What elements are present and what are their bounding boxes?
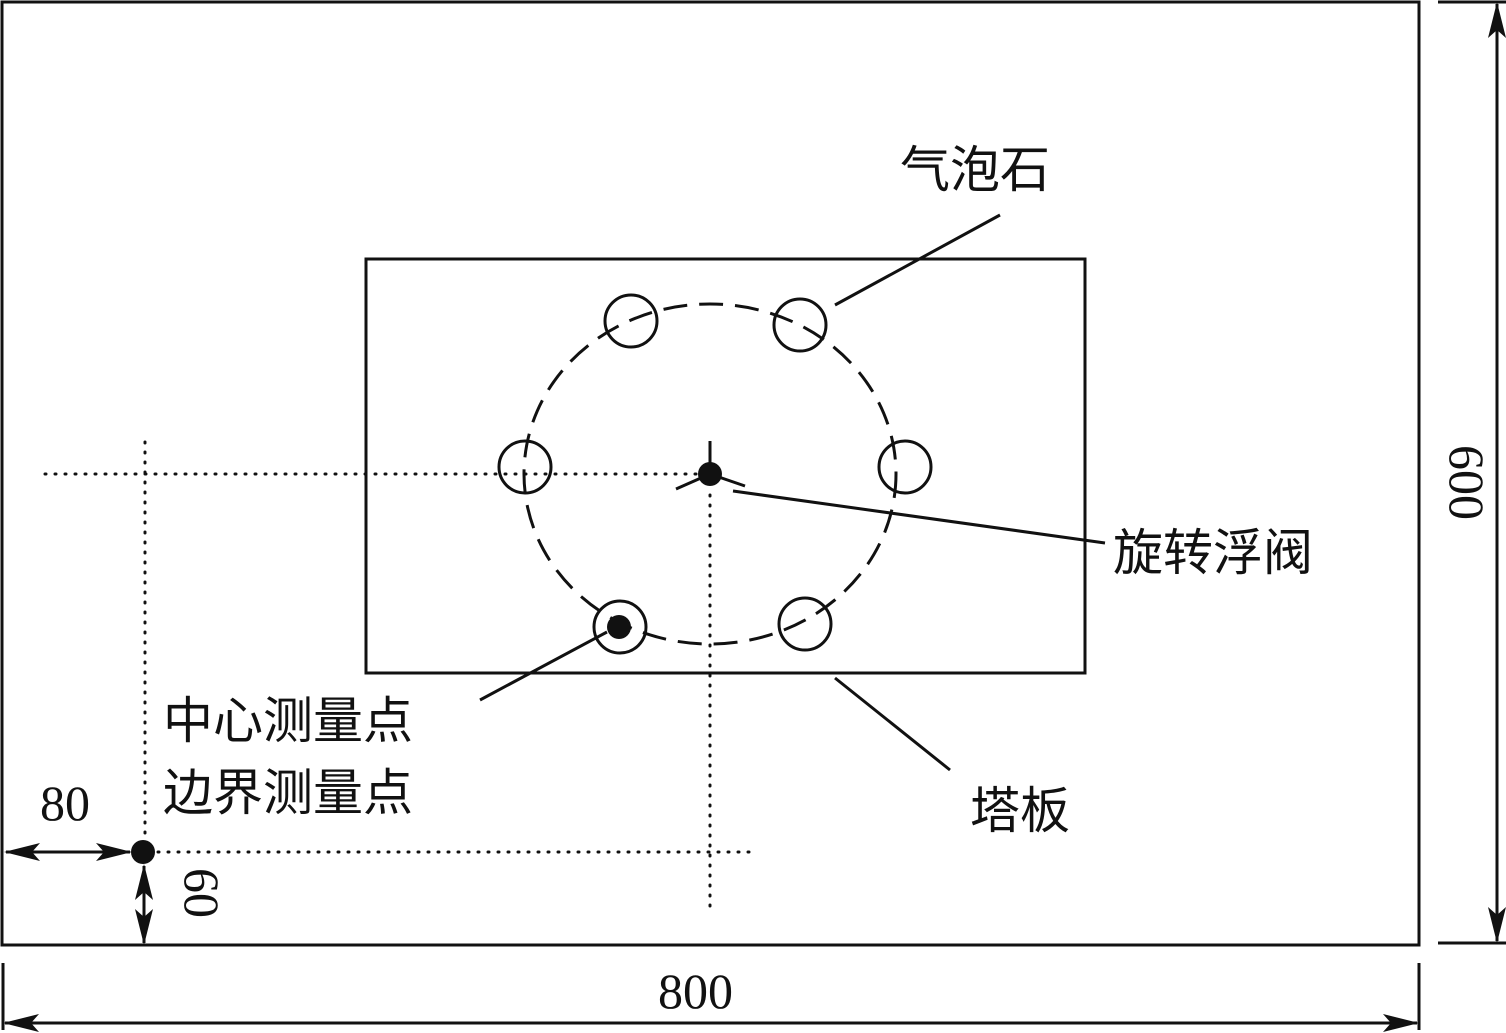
label-center-measure-point: 中心测量点 [163, 692, 413, 750]
label-boundary-measure-point: 边界测量点 [163, 764, 413, 822]
label-bubble-stone: 气泡石 [900, 141, 1050, 199]
leader-line [479, 630, 608, 702]
bubble-stone [497, 439, 553, 495]
label-rotary-float-valve: 旋转浮阀 [1113, 524, 1313, 582]
bubble-stone [603, 293, 659, 349]
leader-line [834, 676, 951, 772]
tank-outline [0, 0, 1421, 947]
bubble-stone [777, 596, 833, 652]
dim-offset-y: 60 [174, 868, 230, 918]
bubble-stones [497, 293, 933, 655]
leader-line [834, 213, 1001, 307]
bubble-stone [592, 599, 648, 655]
label-tray: 塔板 [970, 782, 1070, 840]
bubble-stone [772, 297, 828, 353]
bubble-stone [877, 439, 933, 495]
dim-height: 600 [1439, 445, 1495, 520]
tray-plate [364, 257, 1087, 675]
boundary-measure-point-marker [131, 840, 155, 864]
dim-offset-x: 80 [40, 775, 90, 831]
leader-line [732, 489, 1106, 545]
dim-width: 800 [658, 963, 733, 1019]
center-measure-point-marker [607, 615, 631, 639]
rotary-float-valve-icon [675, 441, 746, 491]
